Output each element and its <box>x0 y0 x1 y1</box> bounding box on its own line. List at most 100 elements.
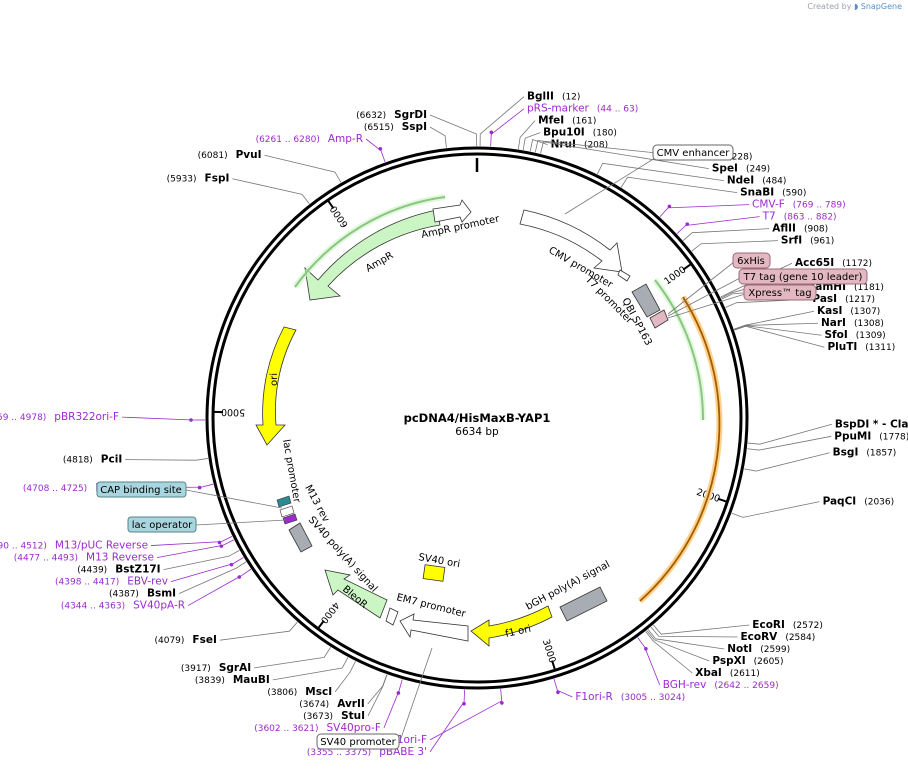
site-pos-aflii: (908) <box>804 225 828 235</box>
primer-leader-f1ori-r <box>553 678 573 698</box>
primer-leader-pbabe-3 <box>429 689 466 753</box>
primer-pos-prs-marker: (44 .. 63) <box>597 105 638 115</box>
site-pos-stui: (3673) <box>303 712 333 722</box>
site-leader-ecori <box>653 624 750 635</box>
site-name-nrui: NruI <box>551 139 576 151</box>
bgh-polya-feature <box>559 586 608 622</box>
box-label-xpress-tag: Xpress™ tag <box>748 288 811 299</box>
site-leader-ppumi <box>747 435 832 451</box>
primer-name-bgh-rev: BGH-rev <box>663 679 707 691</box>
primer-name-f1ori-f: F1ori-F <box>391 734 427 746</box>
leader-cmv-enhancer <box>564 157 656 215</box>
boxed-feature-layer: CMV enhancer 6xHis T7 tag (gene 10 leade… <box>96 144 868 750</box>
primer-pos-sv40pro-f: (3602 .. 3621) <box>254 724 318 734</box>
primer-leader-m13-reverse <box>156 539 235 558</box>
primer-marker-m13-puc-reverse <box>217 540 222 545</box>
site-leader-bsmi <box>178 561 247 594</box>
site-leader-bglii <box>479 96 525 147</box>
site-leader-bspdi-clai <box>747 423 832 445</box>
leader-xpress-tag <box>667 293 746 319</box>
site-leader-sgrdi <box>429 114 477 147</box>
site-pos-mlui: (228) <box>728 153 752 163</box>
site-name-avrii: AvrII <box>337 698 365 710</box>
site-pos-nrui: (208) <box>584 141 608 151</box>
primer-leader-sv40pa-r <box>187 568 252 606</box>
site-pos-bpu10i: (180) <box>593 129 617 139</box>
primer-sv40pa-r: (4344 .. 4363)SV40pA-R <box>61 600 185 612</box>
site-leader-pspxi <box>646 630 710 662</box>
snapgene-logo-icon: ◗ <box>853 2 859 11</box>
site-name-msci: MscI <box>305 686 332 698</box>
primer-name-cmv-f: CMV-F <box>752 199 785 211</box>
primer-name-prs-marker: pRS-marker <box>527 103 590 115</box>
primer-leader-f1ori-f <box>429 688 503 741</box>
site-pos-msci: (3806) <box>267 688 297 698</box>
site-name-acc65i: Acc65I <box>795 257 834 269</box>
site-leader-avrii <box>367 674 388 705</box>
site-bpu10i: Bpu10I (180) <box>543 127 617 139</box>
primer-pos-pbr322ori-f: (4959 .. 4978) <box>0 413 46 423</box>
box-label-cmv-enhancer: CMV enhancer <box>657 148 731 159</box>
leader-lac-operator <box>195 519 287 526</box>
leader-t7-tag <box>667 277 741 317</box>
site-name-kasi: KasI <box>817 305 842 317</box>
site-pos-sgrai: (3917) <box>181 664 211 674</box>
site-pos-bamhi: (1181) <box>854 283 884 293</box>
m13-rev-feature <box>279 505 295 518</box>
site-ecorv: EcoRV(2584) <box>740 631 815 643</box>
site-pos-sspi: (6515) <box>364 123 394 133</box>
backbone-inner-ring <box>211 152 743 684</box>
site-kasi: KasI(1307) <box>817 305 880 317</box>
site-leader-mfei <box>517 120 536 150</box>
cmv-promoter-feature <box>519 209 623 273</box>
primer-leader-cmv-f <box>659 204 750 218</box>
site-pos-pspxi: (2605) <box>754 657 784 667</box>
site-leader-stui <box>367 674 388 717</box>
lac-promoter-feature <box>276 495 292 508</box>
site-leader-maubi <box>272 657 349 681</box>
backbone-outer-ring <box>205 146 749 690</box>
site-pcii: (4818)PciI <box>63 454 122 466</box>
site-noti: NotI(2599) <box>727 643 790 655</box>
site-leader-fsei <box>219 621 298 641</box>
site-name-pcii: PciI <box>101 454 122 466</box>
primer-name-m13-reverse: M13 Reverse <box>86 552 154 564</box>
site-name-fspi: FspI <box>205 173 230 185</box>
site-name-maubi: MauBI <box>233 674 270 686</box>
site-leader-sfoi <box>734 325 822 336</box>
site-name-sgrai: SgrAI <box>219 662 251 674</box>
primer-leader-bgh-rev <box>637 637 661 686</box>
tick-label-3000: 3000 <box>540 638 558 664</box>
primer-pos-sv40pa-r: (4344 .. 4363) <box>61 602 125 612</box>
f1-ori-feature <box>470 605 553 647</box>
site-name-fsei: FseI <box>192 634 216 646</box>
site-pos-snabi: (590) <box>782 189 806 199</box>
snapgene-credit: Created by ◗ SnapGene <box>807 2 902 11</box>
box-6xhis <box>732 252 771 269</box>
site-name-mfei: MfeI <box>538 115 564 127</box>
site-leader-noti <box>647 629 725 650</box>
primer-pos-cmv-f: (769 .. 789) <box>793 201 846 211</box>
site-srfi: SrfI(961) <box>781 235 834 247</box>
site-name-bpu10i: Bpu10I <box>543 127 585 139</box>
primer-marker-pbr322ori-f <box>189 418 193 422</box>
site-pos-sfoi: (1309) <box>856 331 886 341</box>
site-leader-pvui <box>264 154 342 183</box>
primer-marker-pbabe-3 <box>462 701 466 706</box>
site-pos-spei: (249) <box>746 165 770 175</box>
site-leader-fspi <box>232 178 310 205</box>
site-pos-pluti: (1311) <box>865 343 895 353</box>
site-pos-avrii: (3674) <box>299 700 329 710</box>
site-pos-noti: (2599) <box>760 645 790 655</box>
site-name-bspdi-clai: BspDI * - ClaI * <box>835 418 908 430</box>
leader-cap-binding-site <box>185 489 283 509</box>
qbi-sp163-feature <box>631 283 661 318</box>
site-sgrai: (3917) SgrAI <box>181 662 251 674</box>
site-bsmi: (4387)BsmI <box>109 588 176 600</box>
primer-name-f1ori-r: F1ori-R <box>575 691 612 703</box>
primer-pos-t7: (863 .. 882) <box>784 213 837 223</box>
primer-marker-ebv-rev <box>229 562 234 567</box>
site-name-srfi: SrfI <box>781 235 802 247</box>
site-pos-ecorv: (2584) <box>785 633 815 643</box>
site-bstz17i: (4439)BstZ17I <box>77 564 160 576</box>
